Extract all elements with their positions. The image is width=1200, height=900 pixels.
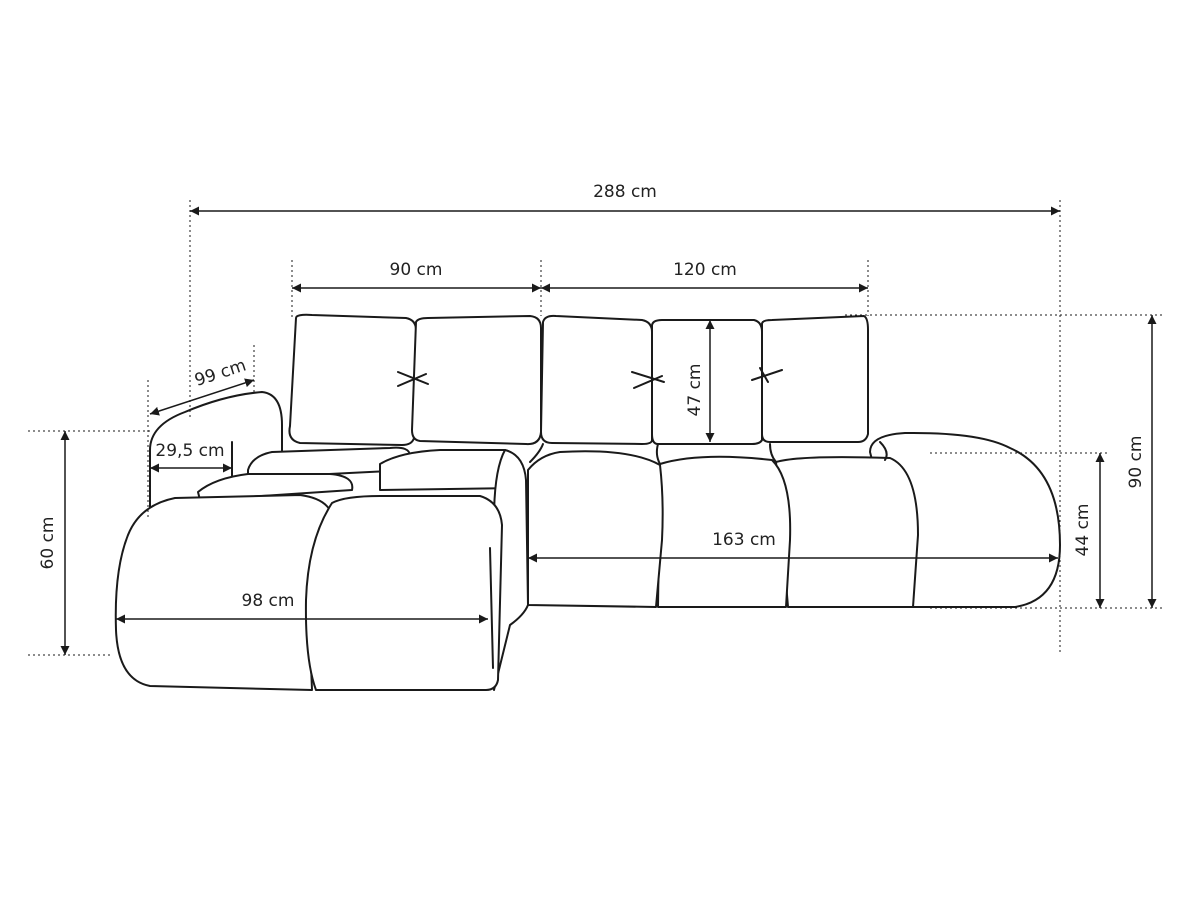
right-armrest xyxy=(869,431,1061,608)
dim-line-armrest-depth xyxy=(149,378,255,416)
seat-module-2 xyxy=(527,450,664,608)
label-armrest-depth: 99 cm xyxy=(192,356,249,391)
label-cushion-height: 47 cm xyxy=(685,364,705,417)
cushion-tie-marks xyxy=(397,367,783,389)
label-back-right-width: 120 cm xyxy=(673,260,737,280)
label-chaise-width: 98 cm xyxy=(242,591,295,611)
back-cushion-2 xyxy=(411,315,542,446)
back-cushion-4 xyxy=(651,319,763,445)
chaise-side-panel xyxy=(493,449,529,691)
sofa-drawing xyxy=(114,313,1061,691)
chaise-front-left xyxy=(114,494,334,691)
chaise-front-right xyxy=(304,495,503,691)
chaise-cushion-mid-left xyxy=(197,473,354,501)
back-cushion-1 xyxy=(288,313,417,446)
label-seat-width: 163 cm xyxy=(712,530,776,550)
label-total-width: 288 cm xyxy=(593,182,657,202)
extension-lines xyxy=(28,200,1165,656)
label-armrest-width: 29,5 cm xyxy=(155,441,224,461)
label-total-height: 90 cm xyxy=(1126,436,1146,489)
label-seat-height: 44 cm xyxy=(1073,504,1093,557)
back-cushion-5 xyxy=(761,315,869,443)
back-cushion-3 xyxy=(540,314,653,445)
label-back-left-width: 90 cm xyxy=(390,260,443,280)
dimension-labels: 288 cm 90 cm 120 cm 47 cm 90 cm 44 cm 60… xyxy=(38,182,1146,611)
seat-module-4 xyxy=(775,456,919,608)
label-chaise-height: 60 cm xyxy=(38,517,58,570)
seat-module-3 xyxy=(657,455,792,608)
dimension-lines xyxy=(60,206,1157,655)
